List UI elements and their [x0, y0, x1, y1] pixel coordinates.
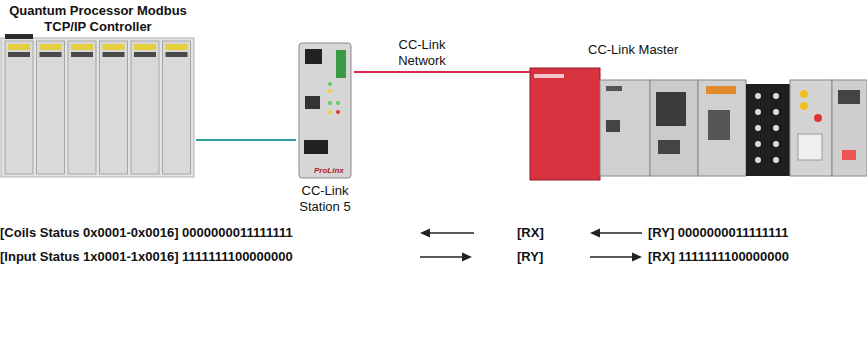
illustration-rect: [68, 41, 96, 174]
illustration-rect: [163, 41, 191, 174]
illustration-line: [420, 256, 464, 258]
register-data: [RY] 0000000011111111: [648, 225, 789, 241]
illustration-rect: [606, 120, 620, 132]
illustration-polygon: [590, 229, 600, 238]
illustration-line: [598, 232, 642, 234]
illustration-line: [590, 256, 634, 258]
illustration-circle: [814, 114, 822, 122]
illustration-circle: [773, 109, 779, 115]
illustration-rect: [832, 80, 867, 176]
register-data: [RX] 1111111100000000: [648, 249, 789, 265]
illustration-circle: [773, 125, 779, 131]
illustration-polygon: [420, 229, 430, 238]
master-plc: CC-Link Master: [530, 40, 867, 180]
gateway-module: CC-Link Station 5: [296, 43, 354, 218]
illustration-circle: [328, 110, 332, 114]
illustration-rect: [5, 41, 33, 174]
illustration-circle: [328, 82, 332, 86]
illustration-rect: [746, 84, 790, 176]
illustration-rect: [606, 86, 622, 91]
illustration-circle: [755, 93, 761, 99]
illustration-rect: [166, 44, 188, 50]
illustration-rect: [40, 44, 62, 50]
illustration-rect: [656, 92, 686, 126]
signal-name: [RY]: [517, 249, 543, 265]
illustration-rect: [1, 38, 194, 177]
illustration-rect: [706, 86, 736, 94]
illustration-rect: [40, 52, 62, 57]
illustration-rect: [8, 52, 30, 57]
node-label: Quantum Processor Modbus TCP/IP Controll…: [4, 3, 192, 35]
illustration-rect: [838, 90, 860, 104]
illustration-circle: [328, 89, 332, 93]
illustration-rect: [600, 80, 650, 176]
illustration-rect: [134, 52, 156, 57]
controller-rack: Quantum Processor Modbus TCP/IP Controll…: [0, 0, 196, 178]
illustration-rect: [103, 44, 125, 50]
illustration-circle: [755, 157, 761, 163]
illustration-circle: [773, 157, 779, 163]
cc-link-master-plc: [530, 68, 867, 180]
illustration-circle: [755, 125, 761, 131]
prolinx-gateway: [299, 43, 351, 178]
illustration-rect: [134, 44, 156, 50]
illustration-rect: [71, 52, 93, 57]
illustration-circle: [800, 102, 808, 110]
illustration-rect: [534, 74, 564, 78]
illustration-circle: [800, 90, 808, 98]
illustration-rect: [8, 44, 30, 50]
illustration-rect: [299, 43, 351, 178]
quantum-rack: [1, 34, 194, 177]
signal-name: [RX]: [517, 225, 544, 241]
illustration-rect: [650, 80, 698, 176]
illustration-rect: [790, 80, 832, 176]
illustration-rect: [37, 41, 65, 174]
node-label: CC-Link Master: [588, 42, 867, 58]
illustration-rect: [708, 110, 730, 140]
illustration-rect: [5, 34, 33, 39]
network-cable: [354, 71, 530, 73]
illustration-circle: [773, 141, 779, 147]
illustration-rect: [166, 52, 188, 57]
illustration-circle: [773, 93, 779, 99]
brand-logo: ProLinx: [314, 163, 344, 179]
illustration-polygon: [462, 253, 472, 262]
illustration-rect: [305, 96, 320, 109]
network-cable: [196, 139, 296, 141]
register-data: [Coils Status 0x0001-0x0016] 00000000111…: [0, 225, 293, 241]
illustration-circle: [755, 109, 761, 115]
node-label: CC-Link Station 5: [296, 183, 354, 215]
edge-label: CC-Link Network: [390, 37, 454, 69]
illustration-circle: [328, 101, 332, 105]
illustration-rect: [304, 140, 328, 154]
illustration-rect: [336, 50, 346, 78]
illustration-rect: [71, 44, 93, 50]
illustration-polygon: [632, 253, 642, 262]
illustration-rect: [305, 49, 322, 64]
illustration-rect: [131, 41, 159, 174]
illustration-rect: [103, 52, 125, 57]
illustration-rect: [698, 80, 746, 176]
illustration-circle: [336, 101, 340, 105]
illustration-rect: [842, 150, 856, 160]
illustration-rect: [530, 68, 600, 180]
illustration-rect: [100, 41, 128, 174]
register-data: [Input Status 1x0001-1x0016] 11111111000…: [0, 249, 293, 265]
illustration-circle: [755, 141, 761, 147]
illustration-circle: [336, 110, 340, 114]
illustration-line: [428, 232, 474, 234]
illustration-rect: [658, 140, 680, 154]
illustration-rect: [798, 134, 822, 160]
